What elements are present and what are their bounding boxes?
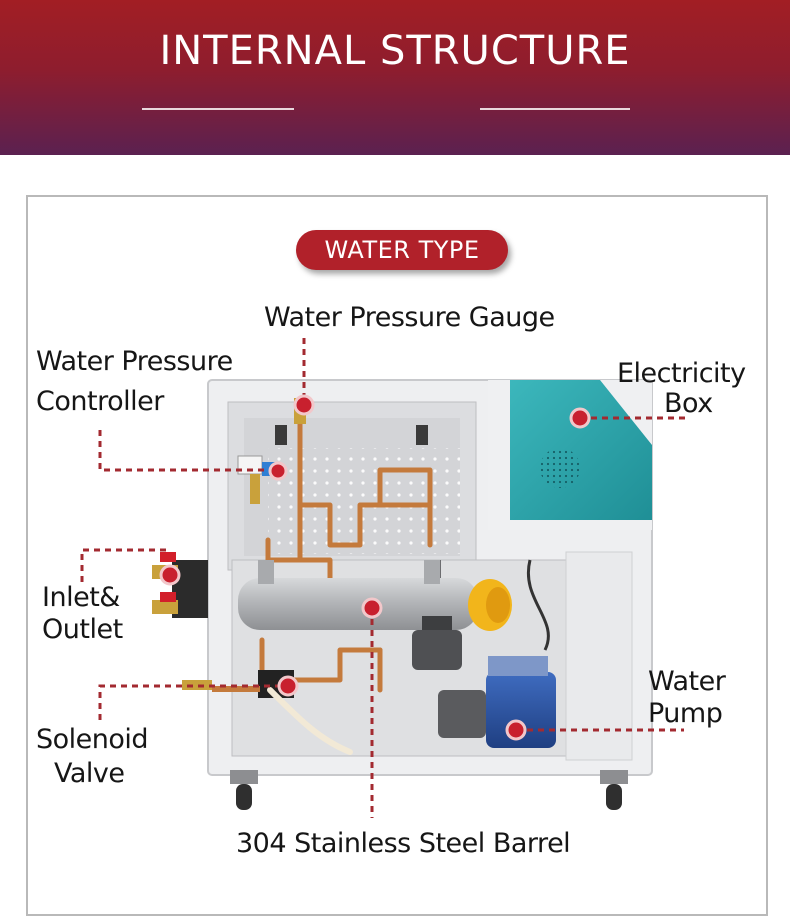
water-type-badge: WATER TYPE <box>296 230 508 270</box>
drain-hose <box>267 687 353 755</box>
header-banner: INTERNAL STRUCTURE <box>0 0 790 155</box>
marker-water-pump <box>505 719 527 741</box>
stainless-barrel <box>238 560 512 631</box>
label-water-pressure-controller-line2: Controller <box>36 386 164 417</box>
page-title: INTERNAL STRUCTURE <box>159 28 631 74</box>
marker-barrel <box>361 597 383 619</box>
wiring <box>526 559 550 651</box>
label-inlet-outlet-line2: Outlet <box>42 614 123 645</box>
water-pump <box>412 616 556 748</box>
title-underline-right <box>480 108 630 110</box>
label-electricity-box-line1: Electricity <box>617 358 746 389</box>
marker-dots <box>159 394 591 741</box>
marker-pressure-gauge <box>293 394 315 416</box>
marker-electricity-box <box>569 407 591 429</box>
electricity-box <box>510 380 652 520</box>
inlet-outlet-valves <box>152 552 208 618</box>
label-water-pressure-controller-line1: Water Pressure <box>36 346 233 377</box>
label-water-pressure-gauge: Water Pressure Gauge <box>264 302 555 333</box>
water-type-label: WATER TYPE <box>324 236 480 264</box>
copper-pipes <box>259 407 433 693</box>
leader-inlet-outlet <box>80 548 170 582</box>
marker-pressure-controller <box>268 461 288 481</box>
marker-solenoid-valve <box>277 675 299 697</box>
label-water-pump-line1: Water <box>648 666 726 697</box>
casters <box>230 770 628 810</box>
title-underline-left <box>142 108 294 110</box>
marker-inlet-outlet <box>159 564 181 586</box>
label-stainless-barrel: 304 Stainless Steel Barrel <box>236 828 571 859</box>
leader-lines <box>80 338 688 818</box>
label-solenoid-valve-line2: Valve <box>54 758 125 789</box>
label-solenoid-valve-line1: Solenoid <box>36 724 149 755</box>
label-inlet-outlet-line1: Inlet& <box>42 582 120 613</box>
leader-pressure-controller <box>98 430 278 472</box>
label-water-pump-line2: Pump <box>648 698 723 729</box>
leader-solenoid-valve <box>98 684 288 720</box>
label-electricity-box-line2: Box <box>664 388 713 419</box>
